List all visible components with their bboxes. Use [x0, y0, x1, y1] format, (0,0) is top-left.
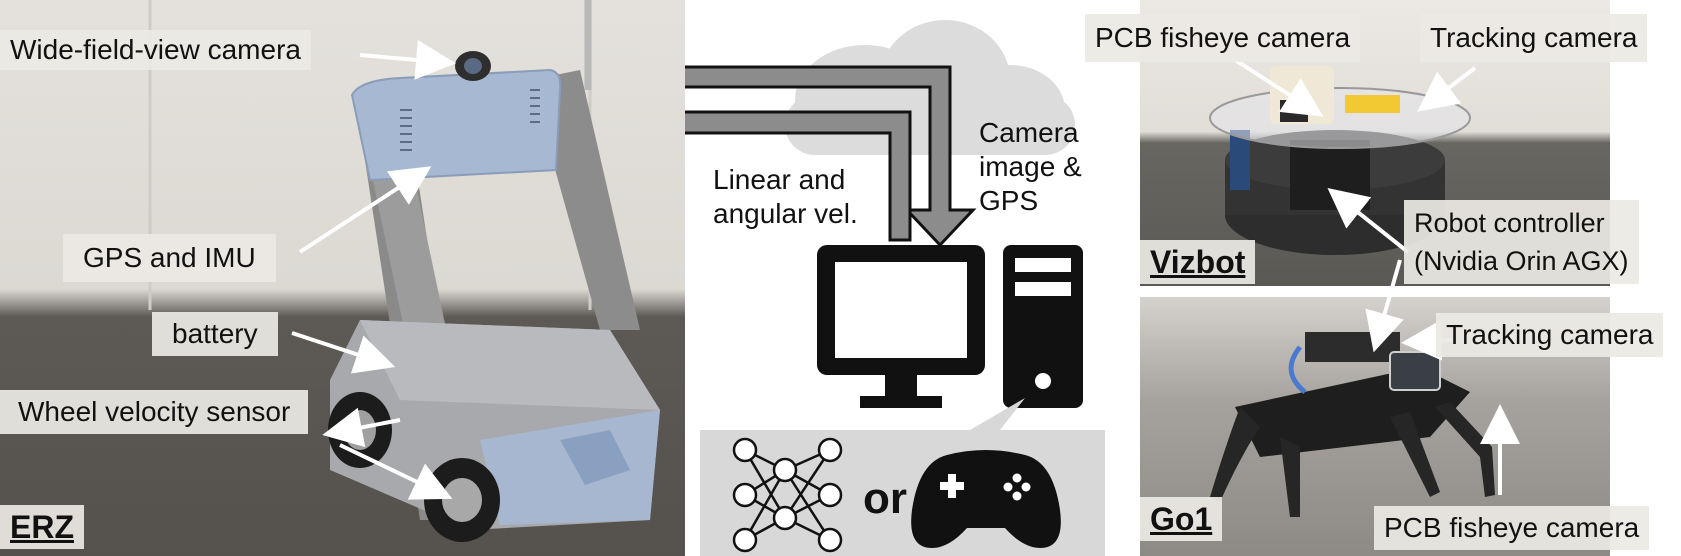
gamepad-icon — [911, 450, 1061, 548]
flow-graphics — [685, 20, 1105, 556]
go1-pcb-camera-label: PCB fisheye camera — [1374, 506, 1650, 550]
erz-camera-label: Wide-field-view camera — [0, 30, 311, 70]
erz-robot-illustration — [148, 0, 660, 542]
sensor-data-label: Camera image & GPS — [979, 117, 1082, 216]
robot-controller-label: Robot controller (Nvidia Orin AGX) — [1404, 200, 1639, 284]
go1-tracking-camera-label: Tracking camera — [1436, 313, 1664, 357]
computer-tower-icon — [1003, 245, 1083, 408]
vizbot-pcb-camera-label: PCB fisheye camera — [1085, 14, 1361, 62]
go1-robot-name: Go1 — [1140, 497, 1223, 541]
control-flow-diagram: Linear and angular vel. Camera image & G… — [685, 0, 1140, 556]
erz-gps-imu-label: GPS and IMU — [63, 234, 276, 282]
vizbot-tracking-camera-label: Tracking camera — [1420, 14, 1648, 62]
erz-wheel-sensor-label: Wheel velocity sensor — [0, 390, 309, 434]
monitor-icon — [817, 245, 985, 408]
erz-robot-name: ERZ — [0, 505, 84, 549]
neural-network-icon — [732, 437, 843, 553]
erz-battery-label: battery — [152, 312, 278, 356]
or-text: or — [863, 474, 907, 523]
vizbot-robot-name: Vizbot — [1140, 240, 1256, 284]
command-velocity-label: Linear and angular vel. — [713, 164, 858, 229]
erz-photo: Wide-field-view camera GPS and IMU batte… — [0, 0, 685, 556]
